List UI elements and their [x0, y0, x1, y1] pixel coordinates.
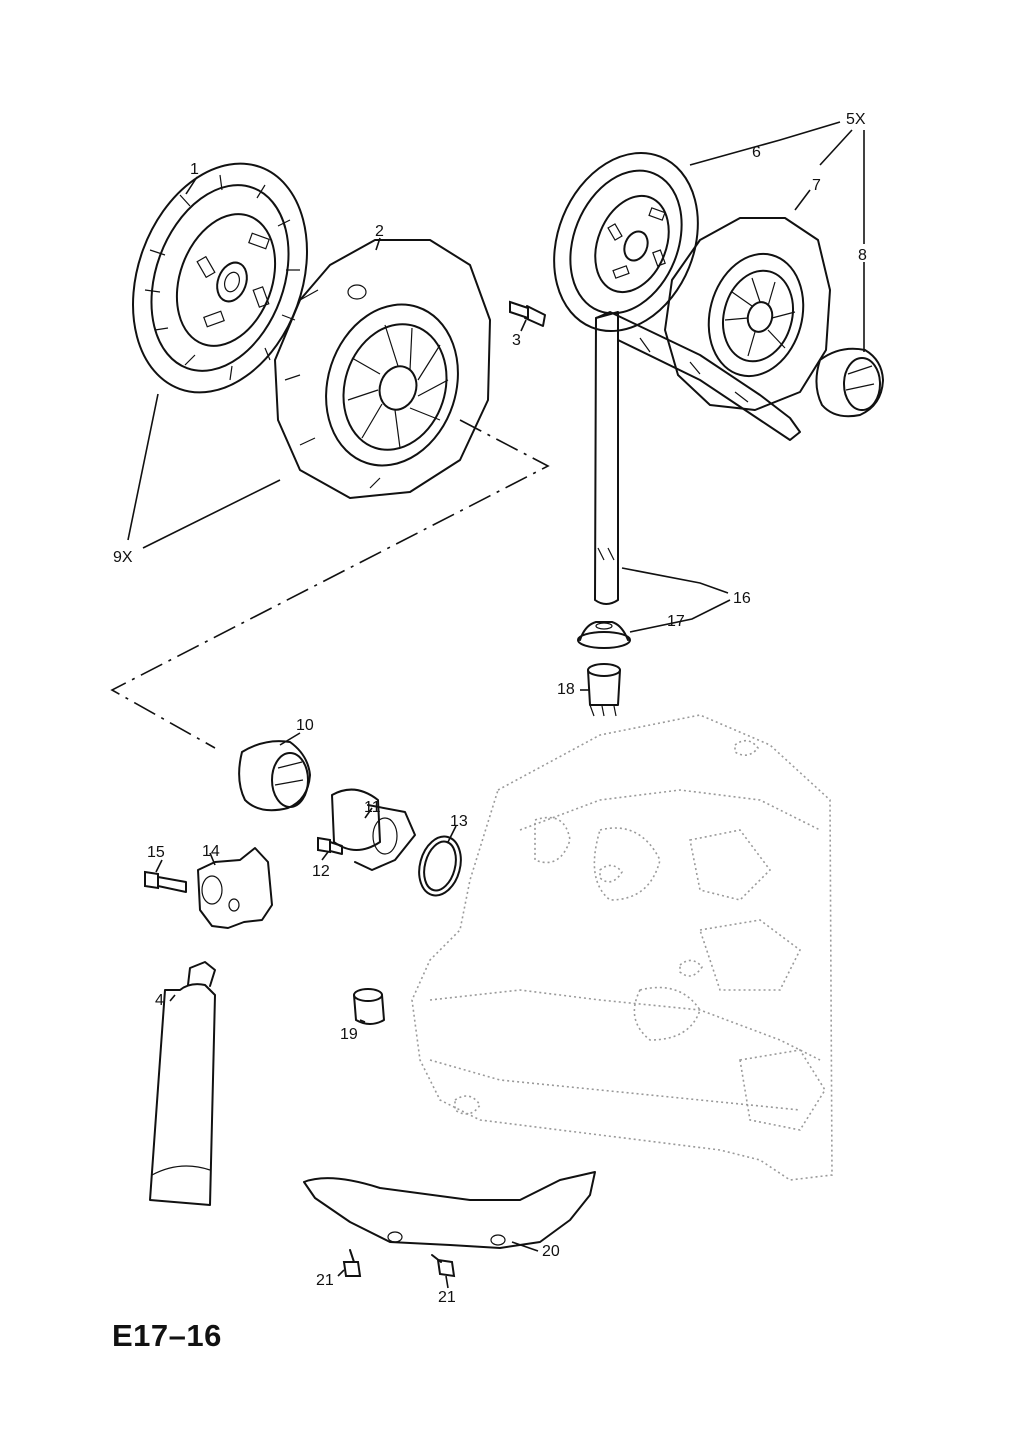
- callout-11: 11: [364, 799, 381, 816]
- callout-17: 17: [667, 613, 685, 630]
- callout-18: 18: [557, 681, 575, 698]
- screw-part-21-a: [342, 1249, 362, 1277]
- pressure-plate-right: [664, 217, 831, 411]
- pressure-plate-left: [274, 239, 491, 499]
- callout-9x: 9X: [113, 549, 133, 566]
- callout-2: 2: [375, 223, 384, 240]
- callout-21-right: 21: [438, 1289, 456, 1306]
- callout-14: 14: [202, 843, 220, 860]
- callout-8: 8: [858, 247, 867, 264]
- leader-lines: [127, 121, 865, 1289]
- bush-part-19: [353, 988, 385, 1025]
- figure-code: E17–16: [112, 1318, 222, 1353]
- callout-4: 4: [155, 992, 164, 1009]
- release-shaft-part-16: [594, 311, 801, 605]
- callout-labels: 1 2 3 4 5X 6 7 8 9X 10 11 12 13 14 15 16…: [113, 111, 867, 1306]
- seal-part-17: [577, 621, 631, 649]
- callout-20: 20: [542, 1243, 560, 1260]
- callout-13: 13: [450, 813, 468, 830]
- guide-sleeve-part-11: [331, 788, 416, 871]
- clutch-disc-left: [132, 162, 308, 394]
- callout-5x: 5X: [846, 111, 866, 128]
- callout-16: 16: [733, 590, 751, 607]
- clutch-disc-right: [553, 151, 699, 333]
- cover-plate-part-20: [303, 1171, 596, 1249]
- release-bearing-top: [815, 347, 884, 418]
- release-fork-part-14: [197, 847, 273, 929]
- grease-tube-part-4: [149, 961, 216, 1206]
- screw-part-12: [317, 836, 343, 855]
- callout-10: 10: [296, 717, 314, 734]
- callout-12: 12: [312, 863, 330, 880]
- callout-21-left: 21: [316, 1272, 334, 1289]
- callout-19: 19: [340, 1026, 358, 1043]
- bolt-part-15: [144, 870, 187, 893]
- bolt-part-3: [509, 300, 546, 327]
- callout-15: 15: [147, 844, 165, 861]
- transmission-housing-outline: [411, 714, 833, 1181]
- o-ring-part-13: [418, 835, 462, 897]
- callout-7: 7: [812, 177, 821, 194]
- bushing-part-18: [587, 663, 621, 717]
- callout-6: 6: [752, 144, 761, 161]
- alignment-lines: [110, 419, 550, 749]
- screw-part-21-b: [431, 1254, 456, 1278]
- callout-3: 3: [512, 332, 521, 349]
- release-bearing-part-10: [238, 740, 311, 812]
- callout-1: 1: [190, 161, 199, 178]
